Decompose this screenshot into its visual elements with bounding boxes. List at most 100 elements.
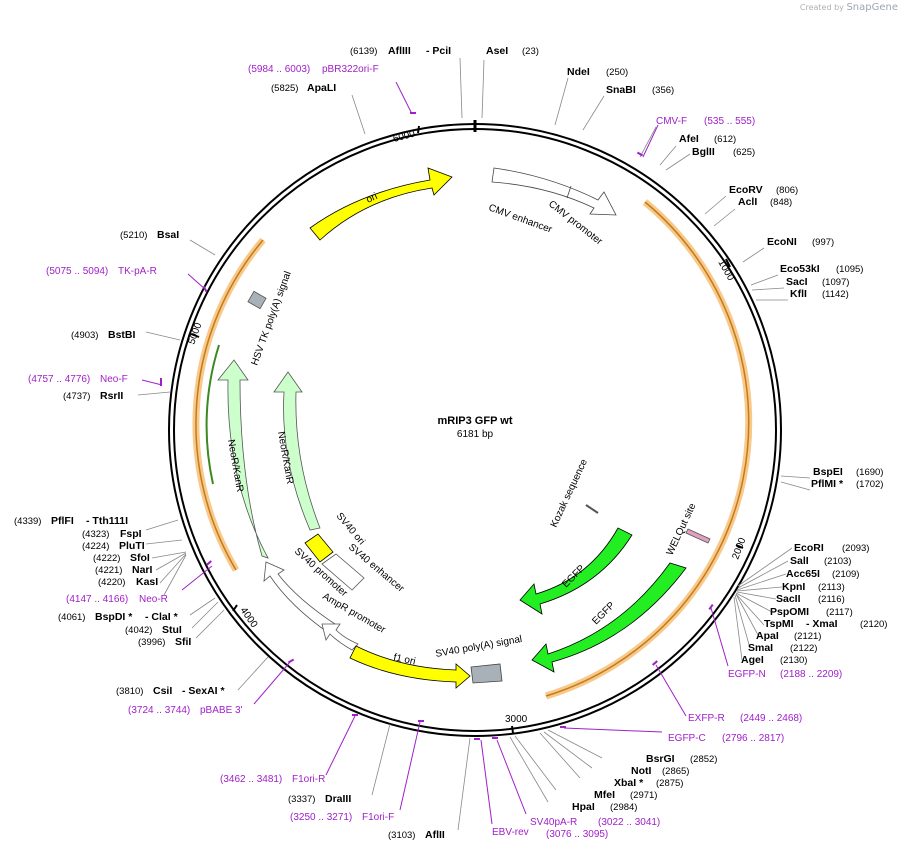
enzyme-name: NarI — [132, 564, 153, 576]
enzyme-pos: (806) — [776, 185, 798, 196]
enzyme-leaders-left — [137, 57, 471, 831]
sv40-polya-feature — [470, 663, 503, 684]
tick-label: 6000 — [392, 128, 417, 144]
primer-pos: (4147 .. 4166) — [66, 594, 128, 605]
primer-marks — [160, 112, 714, 740]
enzyme-name: MfeI — [594, 789, 615, 801]
primer-pos: (5984 .. 6003) — [248, 64, 310, 75]
enzyme-pos: (2109) — [832, 569, 859, 580]
snapgene-logo-text: SnapGene — [846, 2, 898, 13]
primer-name: Neo-F — [100, 374, 128, 385]
ori-label: ori — [365, 191, 380, 206]
enzyme-name: SacII — [776, 593, 801, 605]
enzyme-name: ApaI — [756, 630, 779, 642]
primer-name: EGFP-C — [668, 733, 706, 744]
enzyme-pos: (2103) — [824, 556, 851, 567]
tick-label: 1000 — [715, 258, 736, 283]
enzyme-pos: (2852) — [690, 754, 717, 765]
enzyme-name: SacI — [786, 276, 808, 288]
orf-arc-right — [544, 199, 753, 700]
enzyme-name: SmaI — [748, 642, 773, 654]
enzyme-name: - ClaI * — [145, 611, 179, 623]
enzyme-pos: (5825) — [271, 83, 298, 94]
enzyme-name: PspOMI — [770, 606, 809, 618]
primer-pos: (3462 .. 3481) — [220, 774, 282, 785]
enzyme-name: PflFI — [51, 515, 74, 527]
enzyme-pos: (2116) — [818, 594, 845, 605]
enzyme-name: AflIII — [388, 45, 411, 57]
enzyme-pos: (1690) — [856, 467, 883, 478]
snapgene-credit: Created by SnapGene — [800, 2, 898, 13]
enzyme-pos: (5210) — [120, 230, 147, 241]
enzyme-name: RsrII — [100, 390, 123, 402]
f1-ori-label: f1 ori — [392, 652, 416, 667]
enzyme-pos: (4339) — [14, 516, 41, 527]
enzyme-pos: (2865) — [662, 766, 689, 777]
enzyme-name: Acc65I — [786, 568, 820, 580]
enzyme-name: BspEI — [813, 466, 843, 478]
primer-pos: (3724 .. 3744) — [128, 705, 190, 716]
neo-inner-arc — [205, 344, 220, 485]
tick-label: 3000 — [505, 714, 528, 725]
enzyme-pos: (2984) — [610, 802, 637, 813]
primer-pos: (3250 .. 3271) — [290, 812, 352, 823]
enzyme-name: TspMI — [764, 618, 794, 630]
enzyme-name: SnaBI — [606, 84, 636, 96]
enzyme-labels-right: AseI (23) NdeI (250) SnaBI (356) AfeI (6… — [486, 45, 887, 813]
primer-pos: (2796 .. 2817) — [722, 733, 784, 744]
enzyme-name: EcoRV — [729, 184, 763, 196]
primer-name: EGFP-N — [728, 669, 766, 680]
orf-arc-left-line — [195, 239, 264, 571]
primer-name: EBV-rev — [492, 827, 529, 838]
enzyme-pos: (997) — [812, 237, 834, 248]
enzyme-pos: (2113) — [818, 582, 845, 593]
enzyme-pos: (3103) — [388, 830, 415, 841]
enzyme-name: XbaI * — [614, 777, 644, 789]
primer-name: pBABE 3' — [200, 705, 243, 716]
enzyme-name: SfiI — [175, 636, 191, 648]
enzyme-pos: (2130) — [780, 655, 807, 666]
primer-pos: (3076 .. 3095) — [546, 829, 608, 840]
enzyme-pos: (4220) — [98, 577, 125, 588]
enzyme-name: - XmaI — [806, 618, 838, 630]
kozak-feature — [585, 504, 599, 514]
enzyme-name: NotI — [631, 765, 651, 777]
enzyme-name: BspDI * — [95, 611, 133, 623]
primer-name: EXFP-R — [688, 713, 725, 724]
primer-labels: (5984 .. 6003) pBR322ori-F CMV-F (535 ..… — [28, 64, 842, 840]
enzyme-name: KpnI — [782, 581, 805, 593]
neor-feature-outer — [217, 359, 269, 559]
sv40-ori-label: SV40 ori — [334, 511, 367, 547]
primer-pos: (4757 .. 4776) — [28, 374, 90, 385]
enzyme-name: SalI — [790, 555, 809, 567]
enzyme-pos: (1095) — [836, 264, 863, 275]
enzyme-pos: (1702) — [856, 479, 883, 490]
enzyme-pos: (4221) — [95, 565, 122, 576]
egfp-feature-1 — [519, 527, 633, 615]
hsv-tk-polya-label: HSV TK poly(A) signal — [249, 270, 293, 367]
tick-label: 2000 — [730, 536, 748, 561]
enzyme-pos: (2120) — [860, 619, 887, 630]
plasmid-name: mRIP3 GFP wt — [438, 415, 513, 427]
cmv-enhancer-label: CMV enhancer — [487, 202, 554, 235]
ori-feature — [309, 167, 453, 241]
enzyme-name: Eco53kI — [780, 263, 820, 275]
enzyme-name: KflI — [790, 288, 807, 300]
enzyme-pos: (4323) — [82, 529, 109, 540]
enzyme-name: KasI — [136, 576, 158, 588]
primer-leaders — [141, 81, 729, 825]
enzyme-name: SfoI — [130, 552, 150, 564]
enzyme-pos: (2875) — [656, 778, 683, 789]
enzyme-labels-left: (6139) AflIII - PciI (5825) ApaLI (5210)… — [14, 45, 451, 841]
enzyme-name: BglII — [692, 146, 715, 158]
sv40-ori-feature — [304, 533, 334, 563]
enzyme-pos: (2971) — [630, 790, 657, 801]
enzyme-name: AclI — [738, 196, 757, 208]
welqut-feature — [685, 528, 711, 544]
primer-name: Neo-R — [139, 594, 168, 605]
orf-arc-right-line — [545, 201, 750, 697]
tick-marks — [190, 125, 744, 734]
primer-pos: (3022 .. 3041) — [598, 817, 660, 828]
enzyme-pos: (4903) — [71, 330, 98, 341]
enzyme-name: HpaI — [572, 801, 595, 813]
